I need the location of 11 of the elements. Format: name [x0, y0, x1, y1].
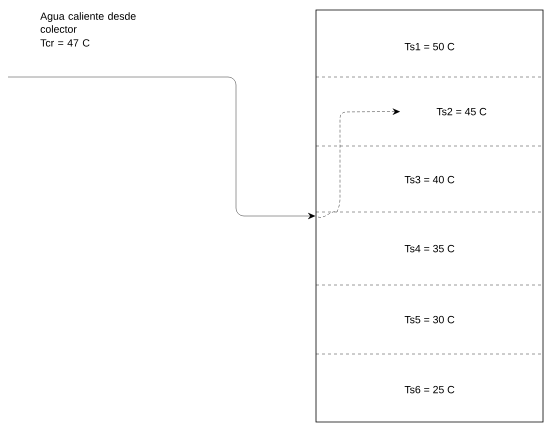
layer-label: Ts3 = 40 C: [404, 176, 454, 184]
tank-box: [316, 10, 544, 422]
arrow: [8, 76, 316, 220]
layer-label: Ts4 = 35 C: [404, 244, 454, 252]
layer-label: Ts6 = 25 C: [404, 386, 454, 394]
layer-label: Ts5 = 30 C: [404, 316, 454, 324]
caption-text: Tcr = 47 C: [40, 39, 90, 47]
arrow: [318, 108, 400, 218]
caption-text: Agua caliente desde colector: [40, 12, 136, 33]
layer-label: Ts2 = 45 C: [436, 108, 486, 116]
layer-label: Ts1 = 50 C: [404, 42, 454, 50]
